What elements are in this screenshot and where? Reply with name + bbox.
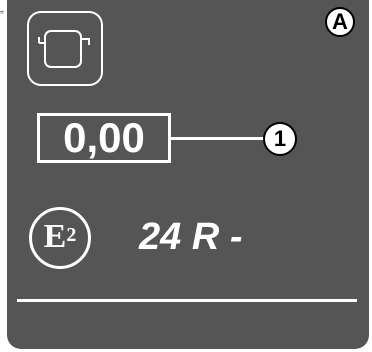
fuel-gauge-icon xyxy=(27,11,103,86)
figure-code: 4 xyxy=(0,10,6,14)
approval-letter: E xyxy=(43,218,67,255)
display-panel: A 0,00 1 E2 24 R - xyxy=(7,0,369,349)
approval-number: 2 xyxy=(66,224,77,246)
regulation-text: 24 R - xyxy=(139,216,243,258)
figure-badge: A xyxy=(325,7,355,37)
divider xyxy=(17,299,357,302)
callout-leader-line xyxy=(171,137,263,140)
counter-display: 0,00 xyxy=(37,113,171,163)
callout-marker: 1 xyxy=(263,122,297,156)
approval-mark-icon: E2 xyxy=(29,207,91,269)
